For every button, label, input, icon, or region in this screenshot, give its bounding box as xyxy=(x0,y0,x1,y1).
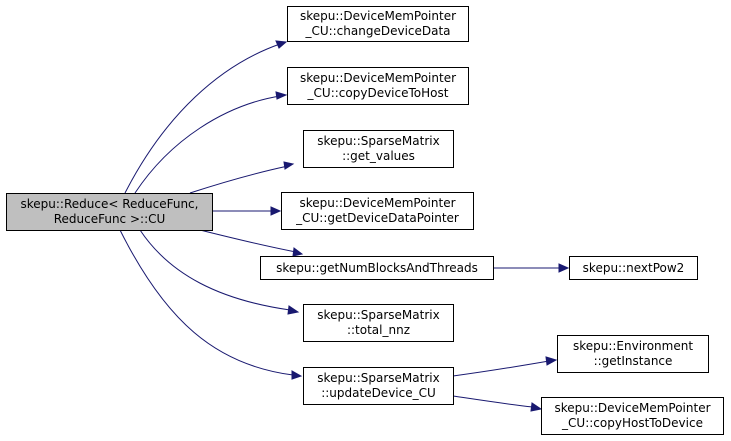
node-label-line: skepu::SparseMatrix xyxy=(317,371,439,385)
edge-root-to-total-nnz xyxy=(139,229,291,311)
node-label-line: skepu::SparseMatrix xyxy=(317,308,439,322)
node-label-line: ReduceFunc >::CU xyxy=(54,212,166,226)
node-label-line: skepu::DeviceMemPointer xyxy=(299,196,455,210)
node-label-line: skepu::DeviceMemPointer xyxy=(554,401,710,415)
edge-root-to-update-device-cu xyxy=(119,229,294,376)
node-box[interactable] xyxy=(303,304,454,342)
arrowhead xyxy=(292,247,304,257)
node-label-line: _CU::copyHostToDevice xyxy=(561,416,703,430)
arrowhead xyxy=(291,370,303,380)
node-box[interactable] xyxy=(281,192,474,230)
node-label-line: ::getInstance xyxy=(594,354,673,368)
node-label-line: skepu::DeviceMemPointer xyxy=(300,71,456,85)
arrowhead xyxy=(275,40,288,49)
node-box[interactable] xyxy=(569,256,698,280)
node-box[interactable] xyxy=(303,130,454,168)
node-label-line: skepu::nextPow2 xyxy=(583,261,685,275)
edge-root-to-get-values xyxy=(189,165,289,194)
edge-root-to-copy-device-to-host xyxy=(134,95,281,194)
node-label-line: skepu::DeviceMemPointer xyxy=(300,9,456,23)
node-box[interactable] xyxy=(6,193,213,231)
node-box[interactable] xyxy=(541,397,724,435)
node-get-num-blocks-and-threads[interactable]: skepu::getNumBlocksAndThreads xyxy=(260,256,494,280)
node-label-line: ::get_values xyxy=(342,149,415,163)
node-change-device-data[interactable]: skepu::DeviceMemPointer _CU::changeDevic… xyxy=(287,6,469,42)
node-label-line: _CU::getDeviceDataPointer xyxy=(295,211,459,225)
node-label-line: skepu::SparseMatrix xyxy=(317,134,439,148)
node-get-device-data-pointer[interactable]: skepu::DeviceMemPointer _CU::getDeviceDa… xyxy=(281,192,474,230)
node-next-pow2[interactable]: skepu::nextPow2 xyxy=(569,256,698,280)
arrowhead xyxy=(530,402,543,412)
arrowhead xyxy=(558,263,570,273)
node-get-instance[interactable]: skepu::Environment ::getInstance xyxy=(557,335,709,373)
node-update-device-cu[interactable]: skepu::SparseMatrix ::updateDevice_CU xyxy=(303,367,454,405)
node-box[interactable] xyxy=(557,335,709,373)
node-get-values[interactable]: skepu::SparseMatrix ::get_values xyxy=(303,130,454,168)
node-label-line: ::updateDevice_CU xyxy=(321,386,436,400)
node-label-line: _CU::copyDeviceToHost xyxy=(307,86,449,100)
edge-update-device-to-copy-host-to-device xyxy=(452,395,534,408)
edges xyxy=(119,40,570,412)
node-label-line: _CU::changeDeviceData xyxy=(304,24,450,38)
node-box[interactable] xyxy=(287,67,469,105)
edge-root-to-change-device-data xyxy=(124,43,281,194)
node-label-line: skepu::getNumBlocksAndThreads xyxy=(276,261,478,275)
arrowhead xyxy=(287,305,300,315)
node-label-line: skepu::Environment xyxy=(573,339,693,353)
node-box[interactable] xyxy=(303,367,454,405)
node-copy-host-to-device[interactable]: skepu::DeviceMemPointer _CU::copyHostToD… xyxy=(541,397,724,435)
node-copy-device-to-host[interactable]: skepu::DeviceMemPointer _CU::copyDeviceT… xyxy=(287,67,469,105)
node-box[interactable] xyxy=(260,256,494,280)
node-root[interactable]: skepu::Reduce< ReduceFunc, ReduceFunc >:… xyxy=(6,193,213,231)
arrowhead xyxy=(270,206,282,216)
edge-update-device-to-get-instance xyxy=(452,360,550,377)
node-total-nnz[interactable]: skepu::SparseMatrix ::total_nnz xyxy=(303,304,454,342)
arrowhead xyxy=(283,161,295,170)
node-label-line: ::total_nnz xyxy=(347,323,410,337)
arrowhead xyxy=(545,356,558,366)
arrowhead xyxy=(275,91,288,100)
node-label-line: skepu::Reduce< ReduceFunc, xyxy=(21,197,199,211)
edge-root-to-get-num-blocks-and-threads xyxy=(199,229,297,253)
node-box[interactable] xyxy=(287,6,469,42)
